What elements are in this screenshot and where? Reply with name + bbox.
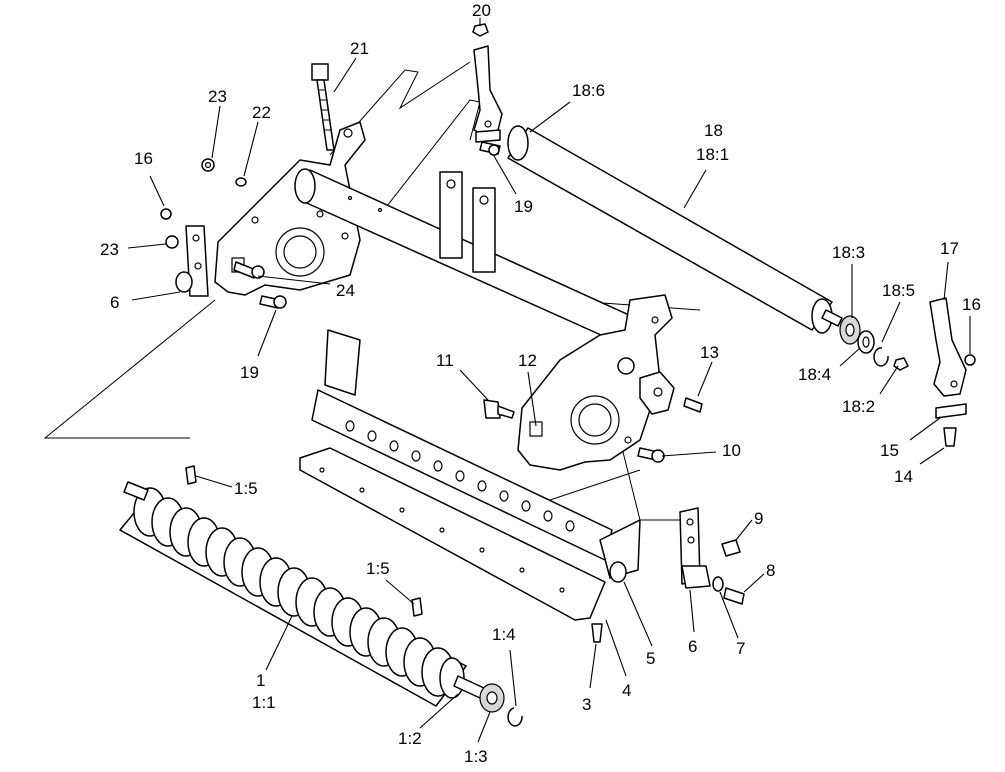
callout-1-5-upper: 1:5 (234, 479, 258, 498)
part-13-clamp (639, 371, 703, 415)
right-bearing-housing (679, 507, 711, 589)
hoc-bracket-left (473, 45, 503, 143)
callout-23-upper: 23 (208, 87, 227, 106)
front-roller (507, 125, 843, 334)
callout-4: 4 (622, 681, 631, 700)
roller-retaining-ring (873, 347, 889, 367)
part-10-bolt (637, 447, 665, 463)
assembly-outline-line (43, 61, 701, 521)
callout-1-3: 1:3 (464, 747, 488, 766)
callout-17: 17 (940, 239, 959, 258)
callout-18-1: 18:1 (696, 145, 729, 164)
right-side-plate (517, 294, 673, 471)
reel (119, 481, 485, 707)
bedbar-holes (345, 420, 575, 532)
callout-18-4: 18:4 (798, 365, 831, 384)
callout-8: 8 (766, 561, 775, 580)
part-11-bolt (483, 399, 515, 419)
callout-14: 14 (894, 467, 913, 486)
bedbar (311, 329, 641, 583)
part-24-bolt (233, 261, 265, 279)
part-14-bolt (943, 427, 957, 447)
callout-18-2: 18:2 (842, 397, 875, 416)
part-16-nut-right (964, 354, 976, 366)
callout-9: 9 (754, 509, 763, 528)
reel-grease-fitting-lower (411, 597, 423, 617)
adjusting-screw (311, 63, 335, 151)
part-23-nut-lower (165, 235, 179, 249)
leader-lines (127, 18, 971, 743)
callout-12: 12 (518, 351, 537, 370)
callout-16-right: 16 (962, 295, 981, 314)
part-19-bolt-lower (259, 295, 287, 309)
callout-16-left: 16 (134, 149, 153, 168)
callout-1-2: 1:2 (398, 729, 422, 748)
callout-1-1: 1:1 (252, 693, 276, 712)
reel-grease-fitting-upper (185, 465, 197, 485)
reel-retaining-ring (507, 707, 523, 727)
part-20-nut (472, 23, 489, 37)
part-23-nut-upper (201, 158, 215, 172)
callout-15: 15 (880, 441, 899, 460)
callout-5: 5 (646, 649, 655, 668)
callout-23-lower: 23 (100, 240, 119, 259)
center-brackets (439, 171, 496, 273)
part-19-bolt-upper (479, 141, 501, 156)
callout-1-4: 1:4 (492, 625, 516, 644)
callout-7: 7 (736, 639, 745, 658)
reel-blades (133, 487, 465, 699)
callout-10: 10 (722, 441, 741, 460)
reel-bearing (479, 683, 505, 713)
callout-22: 22 (252, 103, 271, 122)
hoc-bracket-right (929, 297, 967, 419)
roller-bearing (839, 315, 861, 345)
part-22-washer (235, 177, 247, 187)
callout-20: 20 (472, 1, 491, 20)
callout-24: 24 (336, 281, 355, 300)
callout-6-right: 6 (688, 637, 697, 656)
callout-1: 1 (256, 671, 265, 690)
part-7-ring (712, 576, 724, 592)
left-side-plate (214, 121, 366, 296)
callout-13: 13 (700, 343, 719, 362)
callout-18-3: 18:3 (832, 243, 865, 262)
callout-19-upper: 19 (514, 197, 533, 216)
callout-18: 18 (704, 121, 723, 140)
left-bearing-housing (175, 225, 209, 297)
callout-6-left: 6 (110, 293, 119, 312)
part-16-nut-left (160, 208, 172, 220)
callout-3: 3 (582, 695, 591, 714)
part-3-screw (591, 623, 603, 643)
bedknife (299, 447, 606, 621)
callout-1-5-lower: 1:5 (366, 559, 390, 578)
part-9-fitting (721, 539, 741, 557)
callout-19-lower: 19 (240, 363, 259, 382)
callout-18-6: 18:6 (572, 81, 605, 100)
roller-seal (857, 330, 875, 354)
callout-11: 11 (436, 351, 454, 370)
callout-21: 21 (350, 39, 369, 58)
callout-18-5: 18:5 (882, 281, 915, 300)
part-8-bolt (723, 587, 745, 605)
